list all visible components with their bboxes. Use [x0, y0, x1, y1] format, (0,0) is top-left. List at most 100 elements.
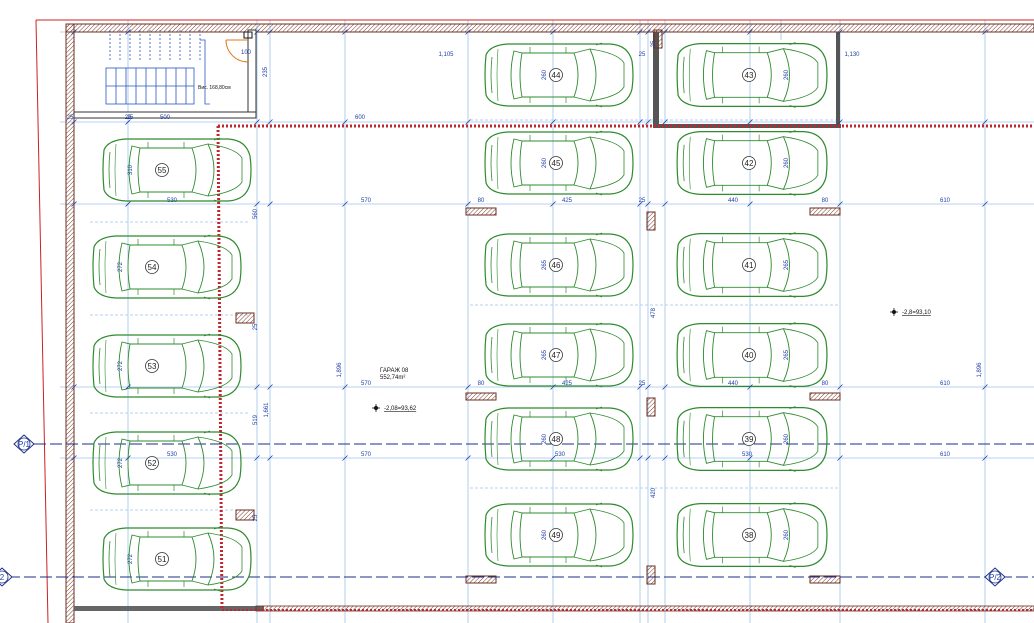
- space-number-circle: [549, 348, 563, 362]
- space-depth: 260: [784, 69, 790, 80]
- dimension-label: 610: [940, 381, 951, 387]
- dimension-label: 25: [67, 115, 74, 121]
- dimension-label: 425: [562, 381, 573, 387]
- space-depth: 260: [542, 529, 548, 540]
- room-area: 552,74m²: [380, 375, 405, 381]
- space-number: 44: [552, 71, 561, 80]
- guide-lines: [60, 20, 1034, 623]
- axis-label: P/2: [989, 573, 1002, 582]
- parking-space: 54 272: [92, 234, 242, 300]
- room-name: ГАРАЖ 08: [380, 368, 409, 374]
- dimension-label: 80: [822, 381, 829, 387]
- axis-marker: 2: [0, 567, 13, 587]
- space-depth: 260: [542, 69, 548, 80]
- axis-marker: P/2: [984, 567, 1006, 587]
- space-number-circle: [549, 528, 563, 542]
- dimension-label: 25: [639, 198, 646, 204]
- dimension-label: 420: [651, 487, 657, 498]
- space-number-circle: [549, 68, 563, 82]
- dimension-label: 530: [555, 452, 566, 458]
- dimension-label: 560: [253, 208, 259, 219]
- space-depth: 272: [128, 553, 134, 564]
- space-number-circle: [145, 260, 159, 274]
- space-depth: 310: [128, 164, 134, 175]
- space-number: 53: [148, 362, 157, 371]
- parking-space: 51 272: [102, 526, 252, 592]
- space-number-circle: [145, 456, 159, 470]
- dimension-label: 25: [639, 381, 646, 387]
- dimension-label: 235: [263, 66, 269, 77]
- space-depth: 260: [784, 529, 790, 540]
- space-number-circle: [742, 68, 756, 82]
- dimension-label: 1,896: [337, 362, 343, 378]
- dimension-label: 530: [167, 198, 178, 204]
- space-number: 38: [745, 531, 754, 540]
- dimension-ticks: [71, 29, 988, 461]
- dimension-label: 500: [160, 115, 171, 121]
- parking-zone-outline: [216, 124, 1034, 611]
- space-number: 51: [158, 555, 167, 564]
- space-number: 49: [552, 531, 561, 540]
- dimension-label: 25: [253, 514, 259, 521]
- dimension-label: 530: [167, 452, 178, 458]
- space-number-circle: [549, 156, 563, 170]
- space-depth: 260: [784, 157, 790, 168]
- space-depth: 272: [118, 261, 124, 272]
- dimension-label: 25: [639, 52, 646, 58]
- space-depth: 265: [542, 349, 548, 360]
- space-number-circle: [742, 432, 756, 446]
- space-number: 40: [745, 351, 754, 360]
- level-marker: -2,08=93,62: [372, 404, 417, 412]
- parking-space: 53 272: [92, 333, 242, 399]
- axis-label: 2: [0, 573, 5, 582]
- dimension-label: 519: [253, 414, 259, 425]
- level-text: -2,8=93,10: [902, 310, 932, 316]
- dimension-label: 1,896: [977, 362, 983, 378]
- axis-label: P/1: [18, 440, 31, 449]
- dimension-label: 1,661: [264, 402, 270, 418]
- dimension-label: 80: [478, 381, 485, 387]
- space-number: 48: [552, 435, 561, 444]
- space-number-circle: [155, 163, 169, 177]
- space-number: 39: [745, 435, 754, 444]
- dimension-label: 530: [742, 452, 753, 458]
- dimension-label: 1,105: [438, 52, 454, 58]
- space-number: 43: [745, 71, 754, 80]
- dimension-label: 25: [253, 323, 259, 330]
- parking-space: 55 310: [102, 137, 252, 203]
- dimension-label: 25: [127, 115, 134, 121]
- space-depth: 272: [118, 360, 124, 371]
- level-marker: -2,8=93,10: [890, 308, 932, 316]
- car-icon: [92, 430, 242, 496]
- space-number-circle: [742, 258, 756, 272]
- space-number: 41: [745, 261, 754, 270]
- parking-space: 42 260: [676, 130, 828, 196]
- space-number-circle: [549, 258, 563, 272]
- space-number-circle: [549, 432, 563, 446]
- space-number: 54: [148, 263, 157, 272]
- space-depth: 265: [784, 259, 790, 270]
- dimension-label: 570: [361, 381, 372, 387]
- axis-marker: P/1: [13, 434, 35, 454]
- space-number-circle: [155, 552, 169, 566]
- walls: [65, 23, 1034, 623]
- dimension-label: 610: [940, 452, 951, 458]
- dimension-label: 600: [355, 115, 366, 121]
- door-label: 100: [241, 50, 252, 56]
- parking-space: 38 260: [676, 502, 828, 568]
- parking-space: 47 265: [484, 322, 634, 388]
- space-number: 55: [158, 166, 167, 175]
- space-number: 42: [745, 159, 754, 168]
- columns: [235, 29, 841, 585]
- parking-space: 43 260: [676, 42, 828, 108]
- space-number: 47: [552, 351, 561, 360]
- stair-label: Вис. 168,80см: [198, 85, 231, 91]
- space-number: 46: [552, 261, 561, 270]
